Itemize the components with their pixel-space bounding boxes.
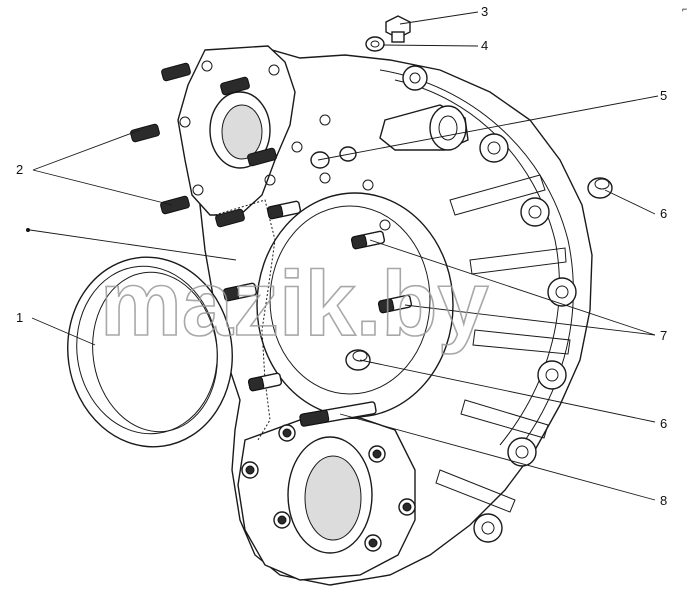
corner-mark: ⌐ — [682, 4, 687, 14]
callout-2: 2 — [16, 162, 23, 177]
leader-lines — [29, 11, 659, 501]
callout-6-lower: 6 — [660, 416, 667, 431]
dowel-pins-6 — [345, 177, 613, 371]
callout-5: 5 — [660, 88, 667, 103]
gasket-outline — [214, 199, 276, 441]
washer-4 — [365, 36, 385, 52]
watermark-text: mazik.by — [100, 253, 489, 355]
callout-8: 8 — [660, 493, 667, 508]
callout-1: 1 — [16, 310, 23, 325]
callout-3: 3 — [481, 4, 488, 19]
lower-flange — [237, 417, 416, 581]
bolt-3 — [385, 15, 411, 43]
seal-ring — [67, 256, 233, 448]
callout-4: 4 — [481, 38, 488, 53]
long-stud-8 — [299, 401, 377, 427]
callout-7: 7 — [660, 328, 667, 343]
callout-6-upper: 6 — [660, 206, 667, 221]
studs-group-7 — [222, 200, 413, 392]
upper-flange — [177, 45, 296, 216]
leader-dot — [26, 228, 30, 232]
studs-group-2 — [130, 62, 277, 228]
